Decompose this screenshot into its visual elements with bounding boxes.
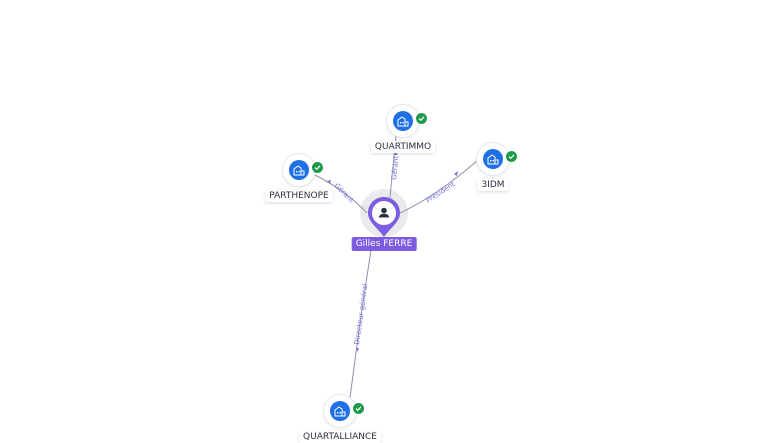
building-icon [330, 401, 350, 421]
company-label[interactable]: QUARTALLIANCE [299, 431, 381, 443]
building-icon [483, 149, 503, 169]
edge-label-parthenope: Gérant [333, 182, 356, 205]
verified-check-icon [311, 161, 324, 174]
relationship-graph: Gérant Gérant Président Directeur généra… [314, 135, 479, 399]
person-name-label[interactable]: Gilles FERRE [351, 237, 417, 251]
edge-label-quartimmo: Gérant [390, 155, 400, 180]
edge-label-quartalliance: Directeur général [353, 283, 369, 345]
building-icon [393, 111, 413, 131]
company-label[interactable]: QUARTIMMO [370, 141, 436, 153]
company-label[interactable]: 3IDM [477, 179, 509, 191]
company-label[interactable]: PARTHENOPE [265, 190, 333, 202]
edge-3idm: Président [399, 159, 479, 214]
edge-label-3idm: Président [425, 180, 457, 205]
verified-check-icon [415, 112, 428, 125]
edge-quartimmo: Gérant [389, 135, 401, 199]
user-icon [378, 207, 390, 218]
verified-check-icon [505, 150, 518, 163]
edge-quartalliance: Directeur général [349, 249, 372, 399]
person-pin [368, 197, 400, 237]
building-icon [289, 160, 309, 180]
verified-check-icon [352, 402, 365, 415]
